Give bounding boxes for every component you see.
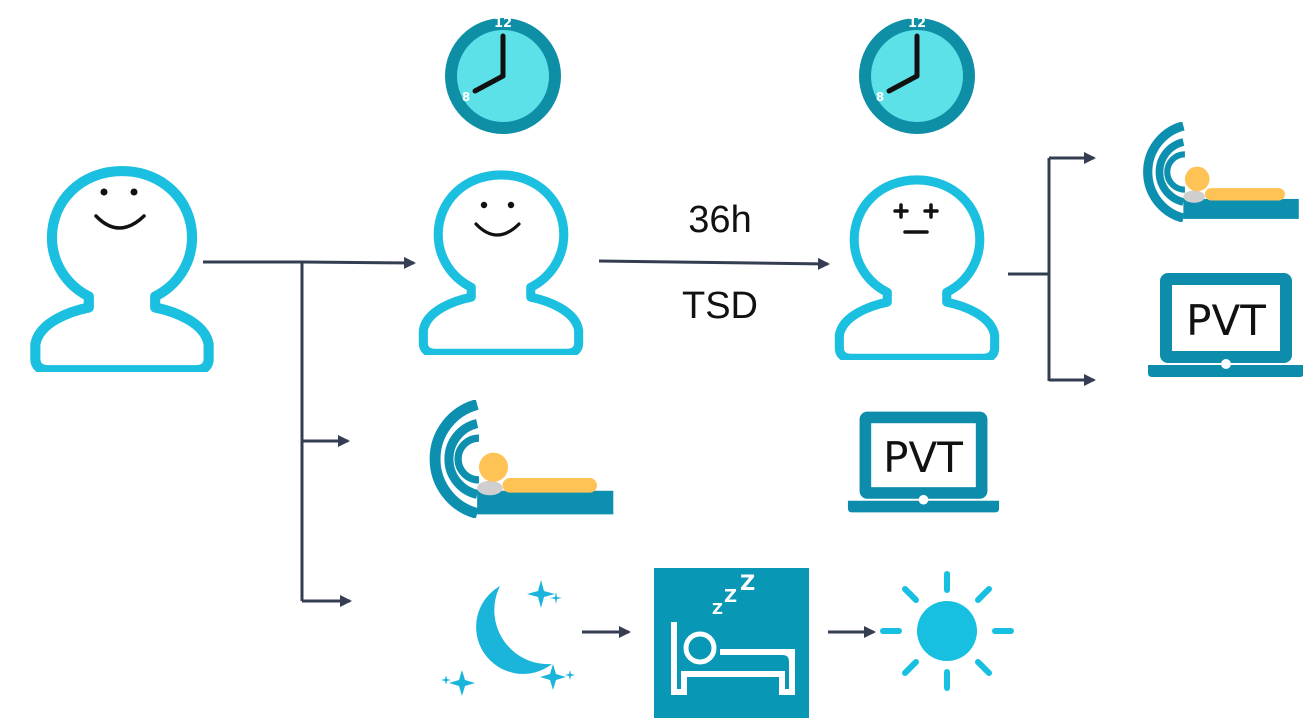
sleeping-bed-icon: Z Z Z [654,568,809,718]
svg-text:Z: Z [712,600,723,618]
svg-text:PVT: PVT [883,433,963,482]
baseline-pvt-laptop-icon: PVT [847,411,1000,513]
condition-label: TSD [682,285,758,327]
baseline-mri-scanner-icon [435,405,613,515]
svg-text:Z: Z [740,571,755,595]
sleep-deprived-person-icon [839,180,994,358]
svg-text:12: 12 [494,16,512,31]
svg-text:8: 8 [462,90,470,104]
svg-text:12: 12 [908,16,926,31]
post-tsd-clock-icon: 12 8 [859,16,975,134]
svg-text:Z: Z [724,586,737,607]
morning-clock-icon: 12 8 [445,16,561,134]
post-tsd-pvt-laptop-icon: PVT [1148,273,1303,377]
tsd-arrow [598,257,830,270]
duration-label: 36h [688,199,751,241]
post-tsd-branch-connector [1008,158,1051,381]
post-tsd-mri-scanner-icon [1148,126,1299,219]
svg-text:8: 8 [876,90,884,104]
moon-stars-icon [441,580,575,696]
arrow-to-rested-person [301,256,416,269]
baseline-branch-connector [203,260,304,601]
baseline-person-icon [35,171,208,370]
svg-text:PVT: PVT [1186,296,1266,345]
rested-person-icon [423,175,578,353]
sun-icon [880,571,1014,691]
